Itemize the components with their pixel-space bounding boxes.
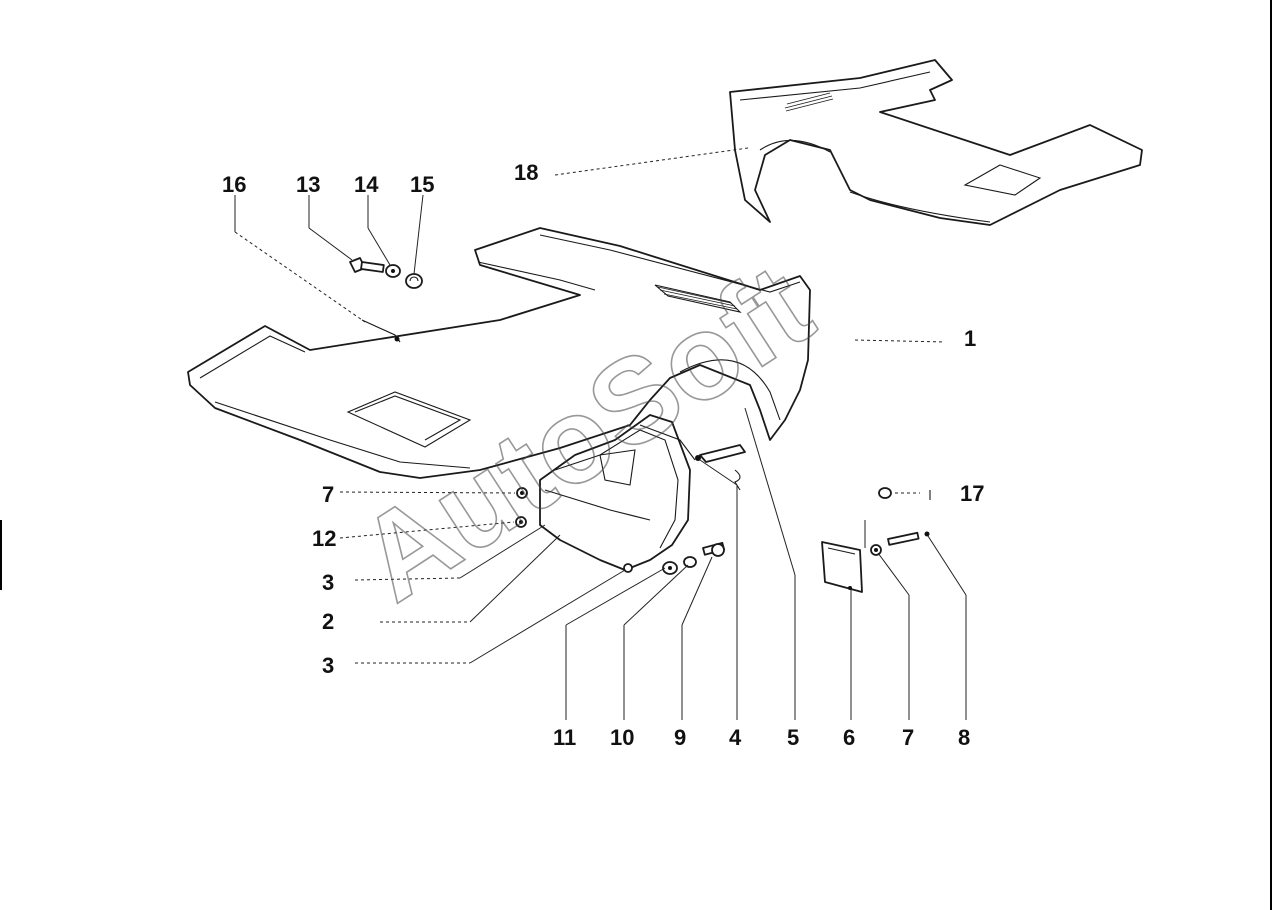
grommet-12 [515,516,527,528]
callout-12: 12 [312,526,336,551]
nut-15 [405,273,423,289]
callout-11: 11 [553,725,576,750]
washer-10 [662,561,678,575]
callout-6: 6 [843,725,855,750]
clip-16 [361,319,401,343]
callout-3-lower: 3 [322,653,334,678]
vent-grille-18 [784,92,834,112]
callout-4: 4 [729,725,742,750]
callout-2: 2 [322,609,334,634]
callout-labels: 16 13 14 15 18 1 17 7 12 3 2 3 11 10 9 4… [222,160,984,750]
washer-9 [683,556,697,568]
cover-plate-6 [821,541,863,593]
bolt-9 [702,541,726,557]
washer-14 [385,264,401,278]
drain-hose-4 [695,444,746,491]
callout-15: 15 [410,172,434,197]
callout-17: 17 [960,481,984,506]
callout-7-right: 7 [902,725,914,750]
body-panel-1 [187,227,811,479]
callout-10: 10 [610,725,634,750]
callout-8: 8 [958,725,970,750]
hood-opening [346,391,472,448]
callout-18: 18 [514,160,538,185]
bolt-13 [349,257,385,273]
callout-7-left: 7 [322,482,334,507]
callout-14: 14 [354,172,379,197]
grommet-7-left [516,487,528,499]
callout-13: 13 [296,172,320,197]
screw-11 [623,563,633,573]
callout-1: 1 [964,326,976,351]
callout-3-upper: 3 [322,570,334,595]
body-panel-18 [729,59,1143,226]
callout-9: 9 [674,725,686,750]
callout-5: 5 [787,725,799,750]
wheel-arch-liner-2 [539,414,696,571]
grommet-7-right [870,544,882,556]
vent-grille-1 [654,284,742,313]
leader-lines [234,147,967,720]
clip-17 [878,487,931,500]
callout-16: 16 [222,172,246,197]
pin-8 [887,531,930,546]
